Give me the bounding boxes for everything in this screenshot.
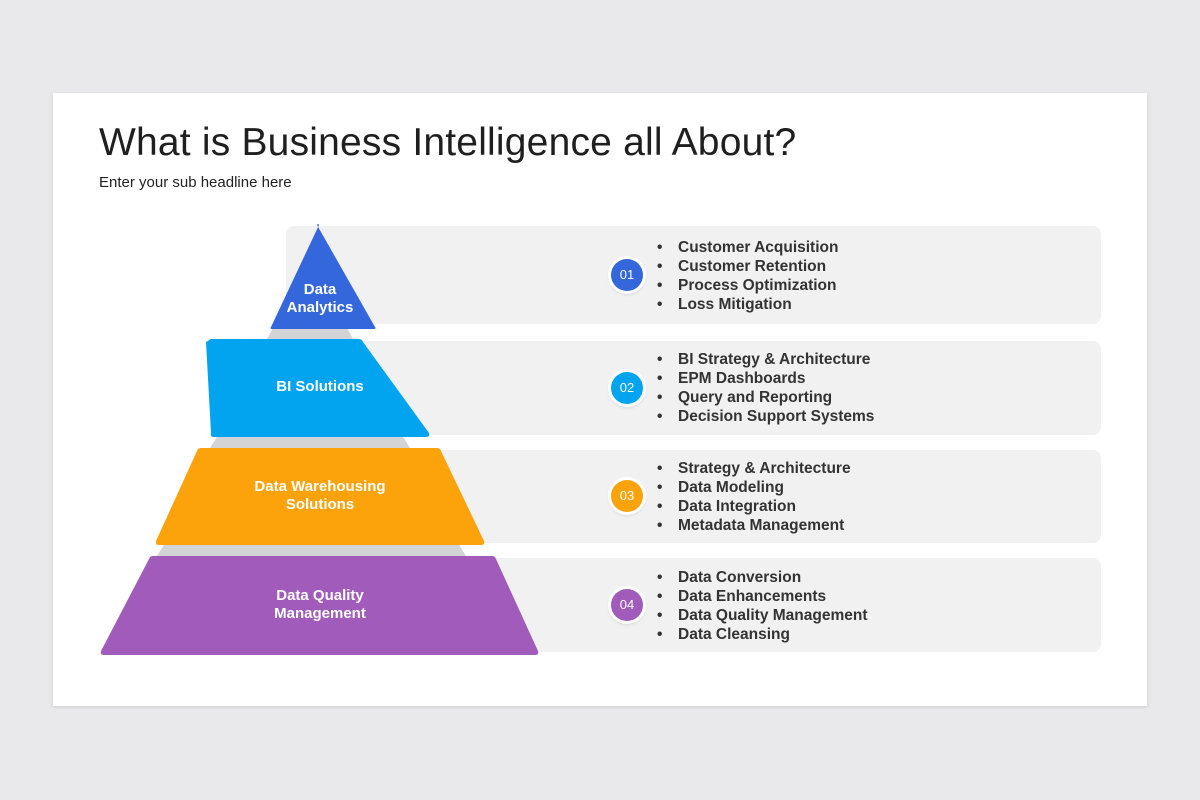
list-item: Data Modeling [657, 478, 851, 497]
pyramid-tier-4 [100, 556, 539, 655]
tier-label-2-line-1: BI Solutions [276, 378, 364, 395]
tier-number-badge-2: 02 [611, 372, 643, 404]
list-item: Data Integration [657, 497, 851, 516]
tier-items-list-2: BI Strategy & Architecture EPM Dashboard… [657, 350, 874, 426]
list-item: Customer Retention [657, 257, 838, 276]
list-item: BI Strategy & Architecture [657, 350, 874, 369]
list-item: Strategy & Architecture [657, 459, 851, 478]
list-item: Data Cleansing [657, 625, 868, 644]
list-item: Customer Acquisition [657, 238, 838, 257]
pyramid-diagram [100, 224, 539, 655]
tier-label-3-line-2: Solutions [285, 496, 355, 513]
tier-label-4-line-2: Management [274, 605, 366, 622]
list-item: Data Enhancements [657, 587, 868, 606]
pyramid-connector-2 [210, 435, 410, 448]
pyramid-tier-2 [206, 339, 430, 437]
tier-number-badge-3: 03 [611, 480, 643, 512]
tier-label-3: Data Warehousing Solutions [210, 478, 430, 514]
list-item: Loss Mitigation [657, 295, 838, 314]
slide-subtitle: Enter your sub headline here [99, 174, 292, 191]
pyramid-tier-3 [155, 448, 485, 545]
tier-label-1-line-2: Analytics [286, 299, 354, 316]
slide-title: What is Business Intelligence all About? [99, 121, 797, 164]
list-item: Decision Support Systems [657, 407, 874, 426]
tier-label-3-line-1: Data Warehousing [254, 478, 386, 495]
tier-label-2: BI Solutions [210, 378, 430, 396]
pyramid-connector-3 [157, 543, 466, 556]
tier-number-badge-4: 04 [611, 589, 643, 621]
list-item: Process Optimization [657, 276, 838, 295]
tier-label-4: Data Quality Management [210, 587, 430, 623]
tier-items-list-3: Strategy & Architecture Data Modeling Da… [657, 459, 851, 535]
tier-items-list-1: Customer Acquisition Customer Retention … [657, 238, 838, 314]
tier-items-list-4: Data Conversion Data Enhancements Data Q… [657, 568, 868, 644]
pyramid-tier-1 [270, 224, 376, 329]
list-item: Data Conversion [657, 568, 868, 587]
list-item: EPM Dashboards [657, 369, 874, 388]
list-item: Query and Reporting [657, 388, 874, 407]
tier-label-1-line-1: Data [303, 281, 337, 298]
slide: What is Business Intelligence all About?… [53, 93, 1147, 706]
tier-label-4-line-1: Data Quality [276, 587, 364, 604]
list-item: Data Quality Management [657, 606, 868, 625]
tier-label-1: Data Analytics [210, 281, 430, 317]
tier-number-badge-1: 01 [611, 259, 643, 291]
list-item: Metadata Management [657, 516, 851, 535]
